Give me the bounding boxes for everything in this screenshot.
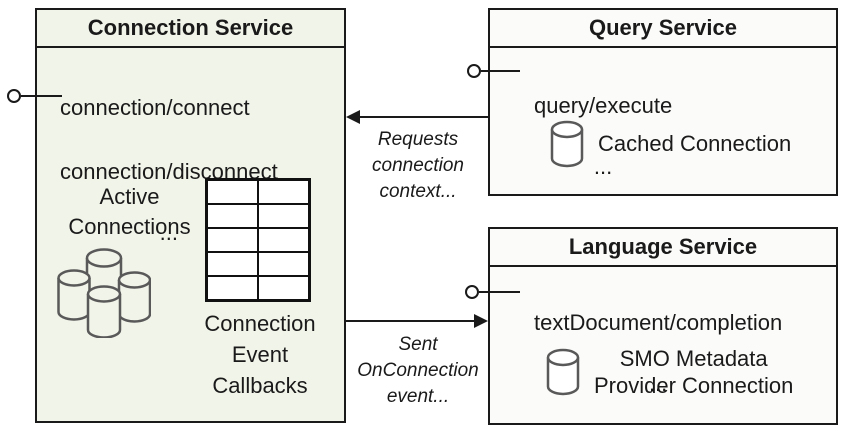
database-icon xyxy=(546,348,580,396)
query-service-box: Query Service query/execute ... Cached C… xyxy=(488,8,838,196)
arrow-query-to-connection-head xyxy=(346,110,360,124)
callback-table-cell xyxy=(258,204,309,228)
language-service-title: Language Service xyxy=(490,229,836,267)
callback-table-cell xyxy=(207,180,258,204)
lollipop-interface-line xyxy=(21,95,62,97)
cached-connection-row: Cached Connection xyxy=(550,120,791,168)
callback-table-cell xyxy=(258,252,309,276)
callback-table-cell xyxy=(207,252,258,276)
lollipop-interface-icon xyxy=(7,89,21,103)
active-connections-label: Active Connections xyxy=(68,184,191,239)
lollipop-interface-icon xyxy=(467,64,481,78)
smo-connection-row: SMO Metadata Provider Connection xyxy=(546,345,793,399)
arrow-connection-to-language-label: Sent OnConnection event... xyxy=(357,334,479,407)
methods-ellipsis: ... xyxy=(593,154,613,179)
callback-table-cell xyxy=(258,276,309,300)
methods-ellipsis: ... xyxy=(648,371,668,396)
methods-ellipsis: ... xyxy=(159,220,179,245)
lollipop-interface-line xyxy=(479,291,520,293)
callback-table-cell xyxy=(258,228,309,252)
connection-event-callbacks-label: Connection Event Callbacks xyxy=(204,311,316,398)
callback-table-cell xyxy=(207,204,258,228)
lollipop-interface-icon xyxy=(465,285,479,299)
smo-connection-label: SMO Metadata Provider Connection xyxy=(594,346,794,398)
language-service-box: Language Service textDocument/completion… xyxy=(488,227,838,425)
query-service-title: Query Service xyxy=(490,10,836,48)
callback-table-cell xyxy=(258,180,309,204)
connection-service-title: Connection Service xyxy=(37,10,344,48)
database-cluster-icon xyxy=(57,248,151,338)
arrow-query-to-connection-label: Requests connection context... xyxy=(372,129,464,202)
arrow-connection-to-language-line xyxy=(346,320,482,322)
method-connection-connect: connection/connect xyxy=(60,95,250,120)
lollipop-interface-line xyxy=(481,70,520,72)
arrow-query-to-connection-line xyxy=(352,116,488,118)
language-service-methods: textDocument/completion ... xyxy=(534,275,782,429)
callback-table-cell xyxy=(207,228,258,252)
connection-service-box: Connection Service connection/connect co… xyxy=(35,8,346,423)
connection-service-methods: connection/connect connection/disconnect… xyxy=(60,60,278,278)
callback-table-cell xyxy=(207,276,258,300)
query-service-methods: query/execute ... xyxy=(534,58,672,212)
database-icon xyxy=(550,120,584,168)
arrow-connection-to-language-head xyxy=(474,314,488,328)
method-query-execute: query/execute xyxy=(534,93,673,118)
callback-table xyxy=(205,178,311,302)
method-textdocument-completion: textDocument/completion xyxy=(534,310,783,335)
cached-connection-label: Cached Connection xyxy=(598,131,792,156)
